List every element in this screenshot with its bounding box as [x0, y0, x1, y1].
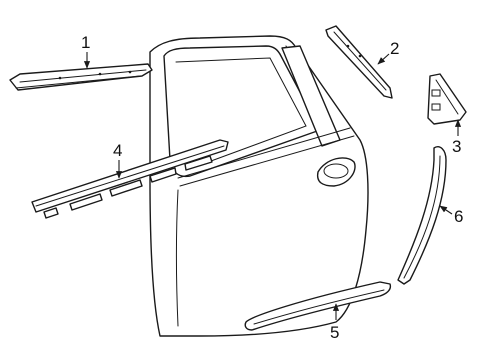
callout-3: 3 [452, 137, 461, 156]
part-4-belt-weatherstrip [31, 139, 229, 219]
part-1-roof-moulding [9, 63, 153, 91]
part-6-edge-weatherstrip [397, 146, 447, 285]
callout-1: 1 [81, 33, 90, 52]
callout-2: 2 [390, 39, 399, 58]
rear-door-shell [149, 35, 369, 337]
part-3-corner-applique [427, 73, 467, 125]
part-5-rocker-moulding [244, 281, 392, 331]
callout-4: 4 [113, 141, 122, 160]
part-2-frame-moulding [325, 25, 393, 99]
leader-lines [83, 52, 462, 320]
leader-2 [377, 53, 390, 65]
leader-6 [439, 205, 453, 215]
callout-5: 5 [330, 323, 339, 342]
callout-6: 6 [454, 207, 463, 226]
